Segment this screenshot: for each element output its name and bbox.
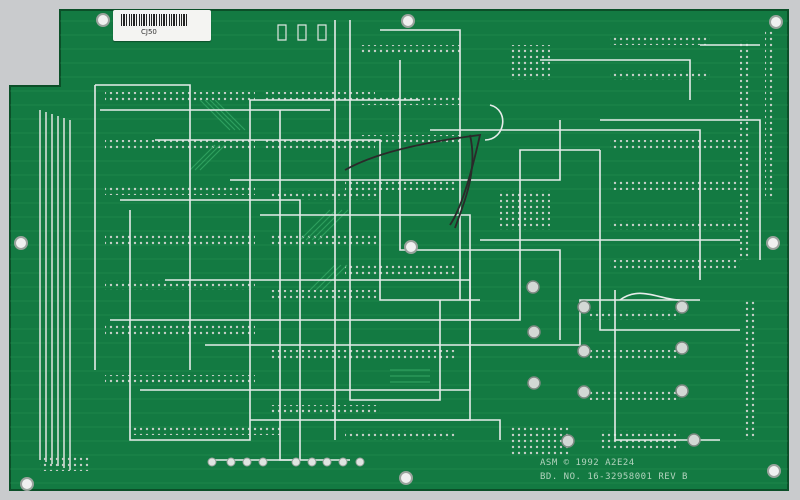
trace-bundles <box>189 99 430 383</box>
silkscreen-line-1: ASM © 1992 A2E24 <box>540 458 635 468</box>
bottom-vias <box>207 457 365 467</box>
black-wires <box>344 133 482 229</box>
silkscreen-line-2: BD. NO. 16-32958001 REV B <box>540 472 688 482</box>
edge-connector <box>39 110 71 470</box>
top-components <box>277 24 327 41</box>
jumper-wires <box>94 20 761 461</box>
barcode-sticker: CJ50 <box>113 10 211 41</box>
sticker-label: CJ50 <box>141 28 157 36</box>
mounting-holes <box>14 13 783 491</box>
barcode <box>121 14 189 26</box>
screws <box>526 280 701 448</box>
